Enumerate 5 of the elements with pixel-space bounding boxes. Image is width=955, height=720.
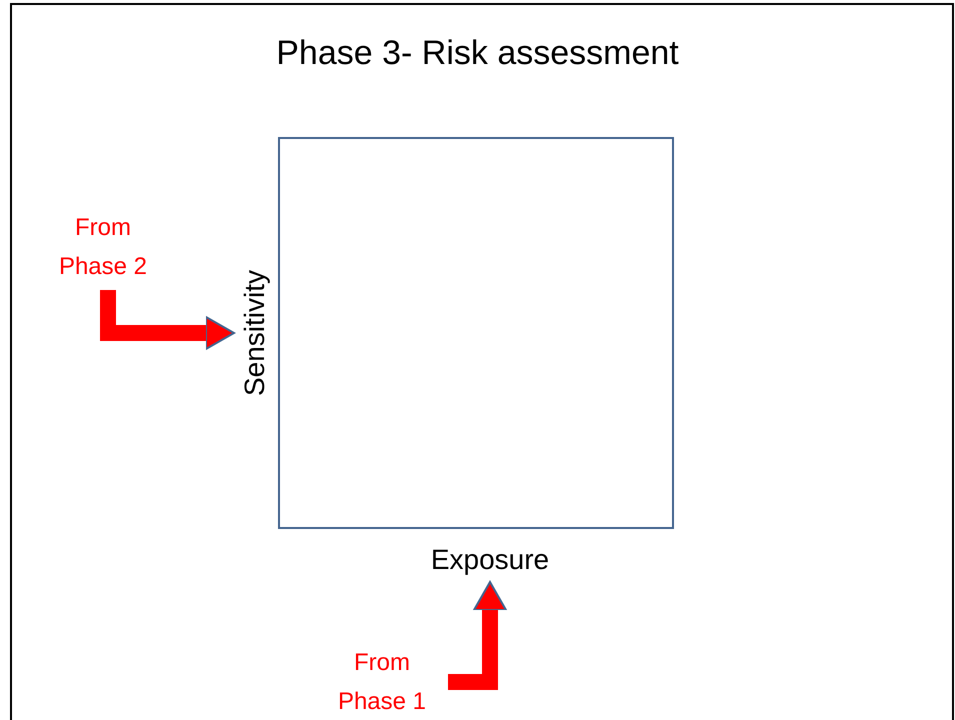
axis-label: Exposure — [430, 543, 550, 577]
axis-label: Sensitivity — [239, 268, 271, 398]
title: Phase 3- Risk assessment — [275, 34, 680, 73]
source-label: From Phase 2 — [38, 208, 168, 286]
source-label: From Phase 1 — [317, 643, 447, 720]
